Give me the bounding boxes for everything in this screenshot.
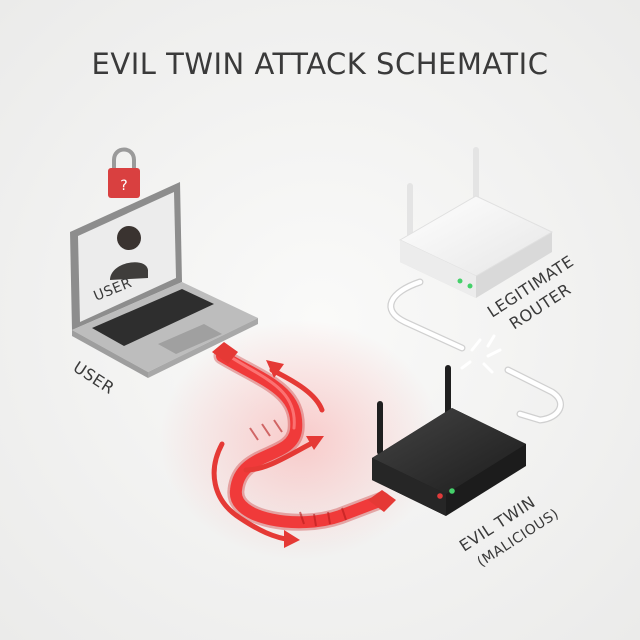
user-avatar-icon bbox=[110, 226, 148, 280]
padlock-question-mark: ? bbox=[120, 178, 127, 194]
broken-connection-icon bbox=[460, 334, 502, 374]
legit-cable bbox=[387, 278, 564, 424]
status-led-red bbox=[437, 493, 443, 499]
attack-cable bbox=[213, 347, 391, 531]
attack-plug-laptop bbox=[212, 342, 238, 364]
padlock-icon: ? bbox=[108, 147, 140, 198]
arrow-head bbox=[266, 360, 324, 548]
arrow-icon bbox=[211, 367, 325, 543]
laptop-icon: USER bbox=[70, 182, 258, 378]
status-led-green bbox=[449, 488, 455, 494]
laptop-trackpad bbox=[158, 324, 222, 354]
legit-router bbox=[398, 147, 554, 298]
laptop-keyboard bbox=[92, 289, 214, 346]
status-led bbox=[467, 283, 473, 289]
attack-plug-router bbox=[368, 490, 396, 512]
diagram-title: EVIL TWIN ATTACK SCHEMATIC bbox=[92, 47, 549, 81]
evil-router bbox=[372, 365, 526, 516]
laptop-screen bbox=[78, 192, 176, 322]
status-led bbox=[457, 278, 463, 284]
